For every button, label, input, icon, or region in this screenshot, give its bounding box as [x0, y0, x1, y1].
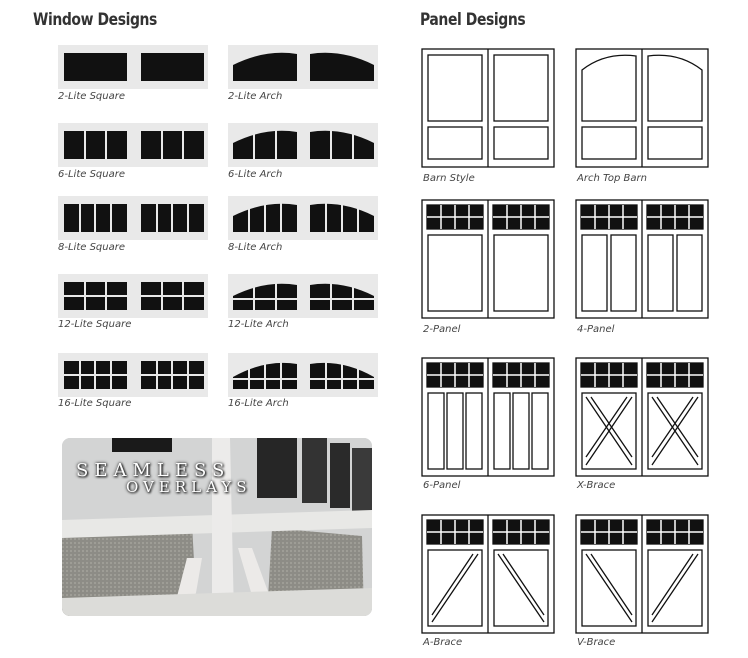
window-6-lite-arch-icon[interactable] [228, 123, 378, 167]
2-panel-icon[interactable] [421, 199, 555, 319]
window-label: 8-Lite Arch [228, 242, 283, 253]
window-label: 12-Lite Arch [228, 319, 289, 330]
panel-label: Arch Top Barn [577, 173, 647, 184]
window-12-lite-square-icon[interactable] [58, 274, 208, 318]
seamless-title: SEAMLESS [76, 460, 231, 481]
6-panel-icon[interactable] [421, 357, 555, 477]
window-2-lite-arch-icon[interactable] [228, 45, 378, 89]
panel-designs-heading: Panel Designs [420, 10, 526, 30]
panel-label: A-Brace [423, 637, 463, 648]
window-designs-heading: Window Designs [33, 10, 157, 30]
window-16-lite-square-icon[interactable] [58, 353, 208, 397]
window-label: 16-Lite Square [58, 398, 132, 409]
window-12-lite-arch-icon[interactable] [228, 274, 378, 318]
panel-label: V-Brace [577, 637, 616, 648]
window-label: 2-Lite Square [58, 91, 125, 102]
panel-label: X-Brace [577, 480, 616, 491]
window-label: 6-Lite Arch [228, 169, 283, 180]
window-label: 2-Lite Arch [228, 91, 283, 102]
arch-top-barn-panel-icon[interactable] [575, 48, 709, 168]
panel-label: Barn Style [423, 173, 475, 184]
barn-style-panel-icon[interactable] [421, 48, 555, 168]
window-6-lite-square-icon[interactable] [58, 123, 208, 167]
window-8-lite-square-icon[interactable] [58, 196, 208, 240]
v-brace-panel-icon[interactable] [575, 514, 709, 634]
window-label: 16-Lite Arch [228, 398, 289, 409]
4-panel-icon[interactable] [575, 199, 709, 319]
panel-label: 2-Panel [423, 324, 461, 335]
a-brace-panel-icon[interactable] [421, 514, 555, 634]
window-16-lite-arch-icon[interactable] [228, 353, 378, 397]
window-2-lite-square-icon[interactable] [58, 45, 208, 89]
panel-label: 6-Panel [423, 480, 461, 491]
window-label: 8-Lite Square [58, 242, 125, 253]
window-label: 6-Lite Square [58, 169, 125, 180]
panel-label: 4-Panel [577, 324, 615, 335]
x-brace-panel-icon[interactable] [575, 357, 709, 477]
window-8-lite-arch-icon[interactable] [228, 196, 378, 240]
window-label: 12-Lite Square [58, 319, 132, 330]
overlays-title: OVERLAYS [126, 478, 252, 496]
seamless-overlays-photo: SEAMLESS OVERLAYS [62, 438, 372, 616]
